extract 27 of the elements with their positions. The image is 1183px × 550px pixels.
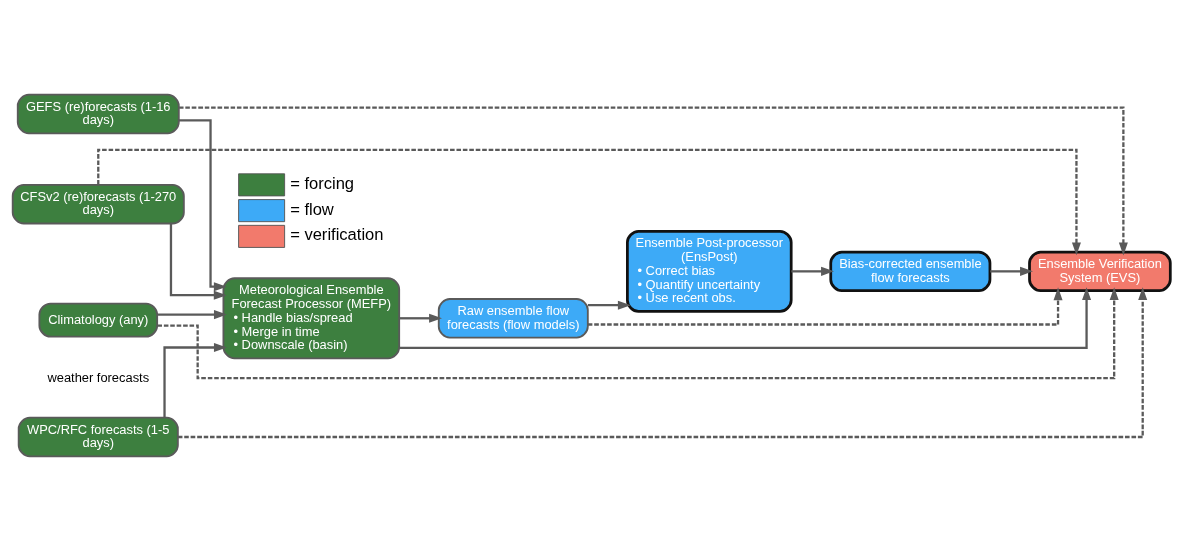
arrow <box>587 286 1063 326</box>
arrow <box>179 105 1128 255</box>
arrow <box>399 286 1092 349</box>
arrow <box>163 342 227 418</box>
node-box: Meteorological Ensemble Forecast Processor (MEFP) • Handle bias/spread • Merge in time • Downscale (basin) <box>222 276 401 359</box>
arrow <box>990 266 1033 276</box>
label: weather forecasts <box>47 369 150 385</box>
node-box: WPC/RFC forecasts (1-5 days) <box>17 416 179 457</box>
arrow <box>178 286 1148 438</box>
arrow <box>587 300 631 310</box>
node-box: Ensemble Verification System (EVS) <box>1028 250 1172 292</box>
node-box: Ensemble Post-processor (EnsPost) • Correct bias • Quantify uncertainty • Use recent obs. <box>626 229 793 313</box>
arrow <box>157 286 1119 379</box>
node-box: Climatology (any) <box>38 302 159 338</box>
arrow <box>157 309 227 319</box>
arrow <box>399 313 442 323</box>
arrow <box>791 266 834 276</box>
arrow <box>178 118 227 291</box>
arrow <box>169 223 227 300</box>
legend-label: = flow <box>290 199 334 219</box>
legend-label: = forcing <box>290 173 355 193</box>
node-box: GEFS (re)forecasts (1-16 days) <box>16 93 180 134</box>
node-box: Bias-corrected ensemble flow forecasts <box>829 250 992 292</box>
legend-label: = verification <box>290 224 384 244</box>
node-box: CFSv2 (re)forecasts (1-270 days) <box>11 183 185 224</box>
node-box: Raw ensemble flow forecasts (flow models) <box>437 297 589 339</box>
arrow <box>97 148 1081 255</box>
